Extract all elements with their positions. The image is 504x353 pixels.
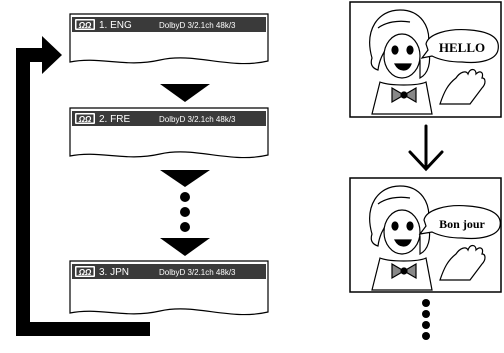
speech-text: HELLO [439,40,485,55]
audio-screen-2: ΩΩ 2. FRE DolbyD 3/2.1ch 48k/3 [70,108,268,158]
speaker-panel-1: HELLO [350,2,501,117]
speaker-panel-2: Bon jour [350,178,501,292]
audio-screen-3: ΩΩ 3. JPN DolbyD 3/2.1ch 48k/3 [70,261,268,315]
vertical-dots-icon [422,299,430,340]
audio-track-icon: ΩΩ [75,266,95,277]
speech-text: Bon jour [439,217,485,231]
audio-format: DolbyD 3/2.1ch 48k/3 [159,268,236,277]
audio-label: 3. JPN [99,267,129,278]
audio-label: 2. FRE [99,114,130,125]
audio-format: DolbyD 3/2.1ch 48k/3 [159,115,236,124]
audio-format: DolbyD 3/2.1ch 48k/3 [159,21,236,30]
audio-track-icon: ΩΩ [75,19,95,30]
svg-text:ΩΩ: ΩΩ [78,268,92,277]
down-arrow-icon [160,84,210,102]
svg-text:ΩΩ: ΩΩ [78,21,92,30]
audio-screen-1: ΩΩ 1. ENG DolbyD 3/2.1ch 48k/3 [70,14,268,64]
down-arrow-icon [410,126,442,169]
audio-track-icon: ΩΩ [75,113,95,124]
down-arrow-icon [160,238,210,256]
svg-text:ΩΩ: ΩΩ [78,115,92,124]
vertical-dots-icon [160,170,210,232]
audio-label: 1. ENG [99,20,132,31]
